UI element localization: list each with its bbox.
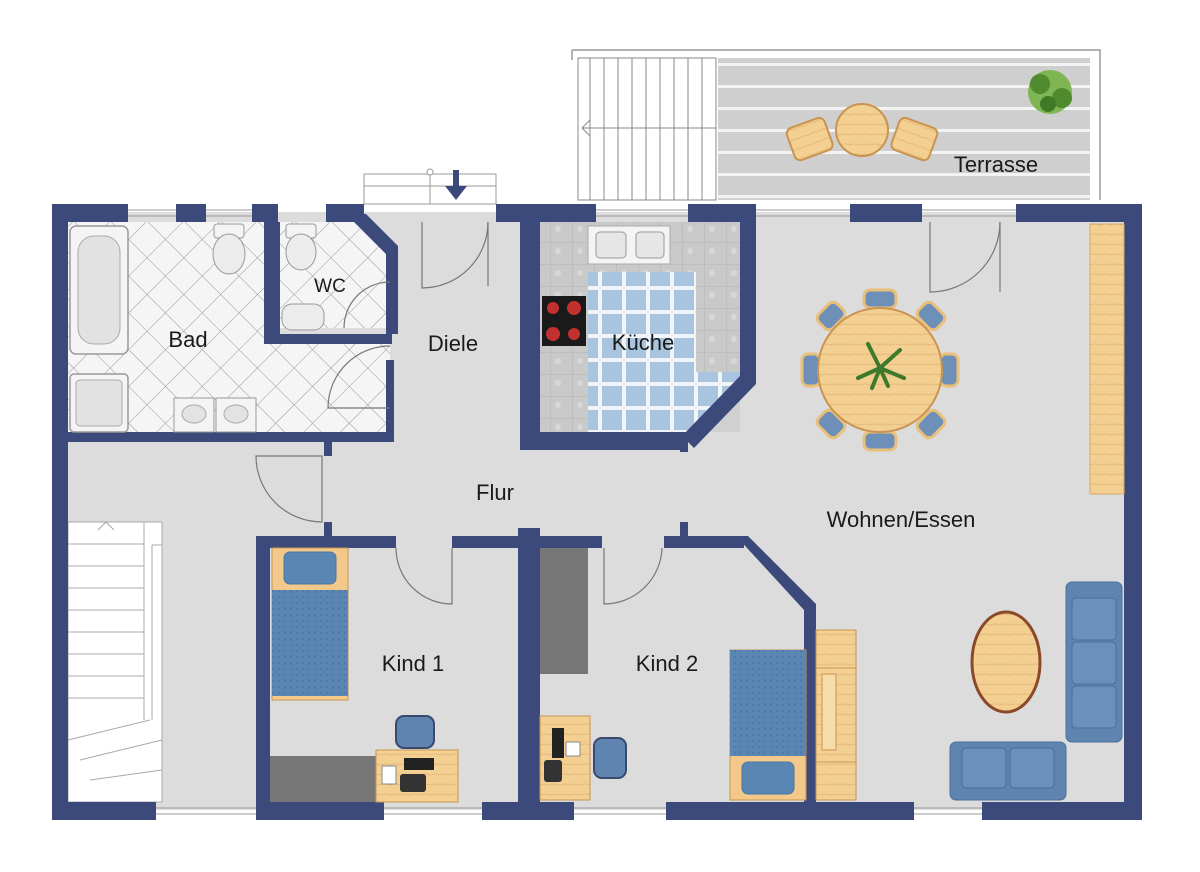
chair-child2 bbox=[593, 737, 627, 779]
chair-child1 bbox=[395, 715, 435, 749]
room-label-diele: Diele bbox=[428, 331, 478, 356]
coffee-table bbox=[970, 610, 1042, 714]
door-child2 bbox=[603, 547, 663, 605]
terrace-chair bbox=[785, 116, 834, 162]
desk-items-child2 bbox=[544, 728, 581, 782]
sideboard bbox=[1089, 223, 1125, 495]
tv-cabinet bbox=[815, 629, 857, 801]
double-sink-icon bbox=[173, 397, 257, 433]
bathtub-icon bbox=[69, 225, 129, 355]
plant-icon bbox=[1028, 70, 1072, 114]
shelf-child1 bbox=[270, 756, 380, 802]
bath-floor bbox=[68, 222, 390, 432]
walls bbox=[52, 204, 1142, 820]
door-hall bbox=[255, 455, 323, 523]
entrance-arrow-icon bbox=[445, 170, 467, 200]
desk-child2 bbox=[539, 715, 591, 801]
sofa bbox=[1065, 581, 1123, 743]
interior-stairs bbox=[67, 521, 163, 803]
kitchen-counter bbox=[696, 222, 740, 372]
sofa bbox=[949, 741, 1067, 801]
bed-child1 bbox=[271, 547, 349, 701]
wardrobe-child2 bbox=[540, 548, 588, 674]
room-label-kitchen: Küche bbox=[612, 330, 674, 355]
room-label-wc: WC bbox=[314, 276, 346, 297]
bed-child2 bbox=[729, 649, 807, 801]
room-label-living: Wohnen/Essen bbox=[827, 507, 976, 532]
door-entrance bbox=[421, 221, 489, 289]
table-plant-icon bbox=[856, 342, 906, 390]
toilet-icon bbox=[212, 223, 246, 275]
door-child1 bbox=[395, 547, 453, 605]
room-label-terrace: Terrasse bbox=[954, 152, 1038, 177]
room-label-child2: Kind 2 bbox=[636, 651, 698, 676]
door-wc bbox=[343, 281, 391, 329]
kitchen-area bbox=[540, 222, 740, 432]
terrace: Terrasse bbox=[571, 49, 1101, 201]
room-label-corridor: Flur bbox=[476, 480, 514, 505]
terrace-table bbox=[835, 103, 889, 157]
exterior-stairs bbox=[577, 57, 717, 201]
doors bbox=[255, 221, 1001, 605]
room-label-bath: Bad bbox=[168, 327, 207, 352]
wc-sink-icon bbox=[281, 303, 325, 331]
door-living bbox=[929, 221, 1001, 293]
windows bbox=[128, 209, 1016, 815]
desk-items-child1 bbox=[381, 758, 434, 792]
kitchen-floor bbox=[588, 272, 740, 432]
terrace-chair bbox=[890, 116, 939, 162]
door-bath bbox=[327, 345, 391, 409]
shower-tray bbox=[75, 379, 123, 427]
toilet-icon bbox=[285, 223, 317, 271]
entrance bbox=[363, 168, 497, 205]
room-label-child1: Kind 1 bbox=[382, 651, 444, 676]
